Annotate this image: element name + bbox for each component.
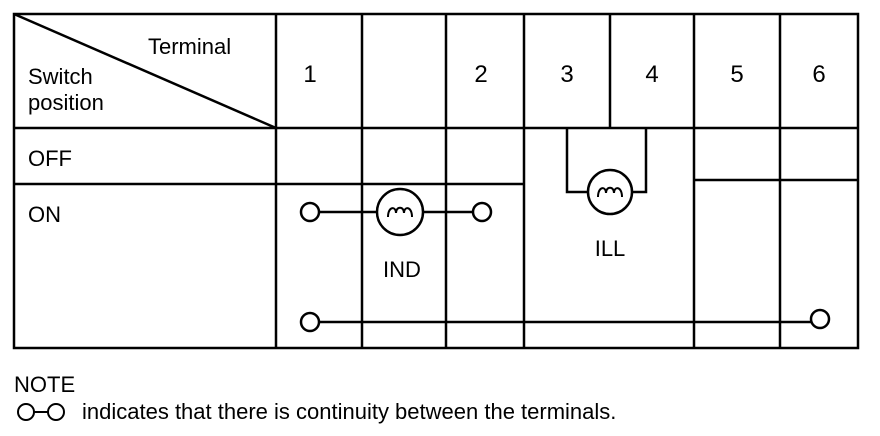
continuity-symbol-icon	[17, 403, 65, 421]
row-on-label: ON	[28, 202, 61, 227]
terminal-4-label: 4	[645, 61, 658, 88]
ind-label: IND	[383, 257, 421, 282]
terminal-2-label: 2	[474, 61, 487, 88]
switch-header-label: Switch	[28, 64, 93, 89]
header-diagonal	[13, 12, 277, 130]
position-header-label: position	[28, 90, 104, 115]
ill-label: ILL	[595, 236, 626, 261]
terminal-5-label: 5	[730, 61, 743, 88]
note-line: indicates that there is continuity betwe…	[14, 399, 616, 425]
terminal-6-label: 6	[812, 61, 825, 88]
terminal-1-label: 1	[303, 61, 316, 88]
switch-continuity-table: Terminal Switch position 1 2 3 4 5 6 OFF…	[12, 12, 860, 350]
terminal-1-contact	[299, 201, 321, 223]
continuity-1-6	[299, 308, 831, 333]
illumination-circuit	[565, 128, 648, 216]
note-text: indicates that there is continuity betwe…	[82, 399, 617, 424]
indicator-bulb-icon	[375, 187, 425, 237]
note-title: NOTE	[14, 372, 76, 397]
indicator-circuit	[299, 187, 493, 237]
terminal-6-contact	[809, 308, 831, 330]
terminal-1-contact-lower	[299, 311, 321, 333]
row-off-label: OFF	[28, 146, 72, 171]
terminal-3-label: 3	[560, 61, 573, 88]
terminal-header-label: Terminal	[148, 34, 231, 59]
terminal-2-contact	[471, 201, 493, 223]
